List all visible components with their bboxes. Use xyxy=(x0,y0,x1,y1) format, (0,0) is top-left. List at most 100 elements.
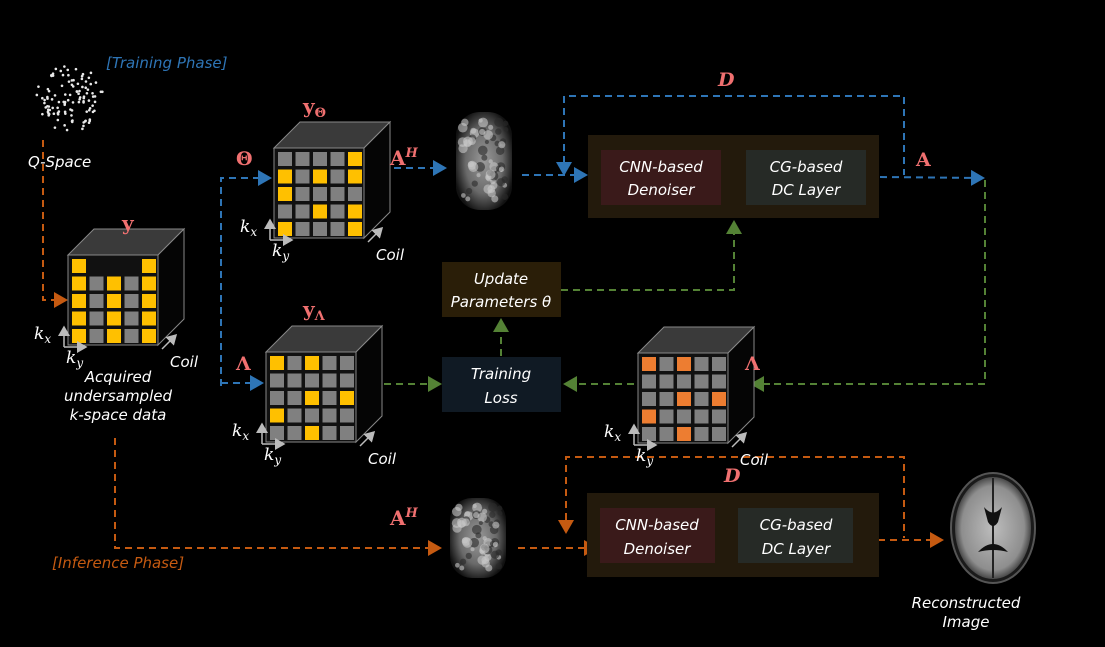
q-space-label: Q-Space xyxy=(28,153,91,171)
kspace-cell-sampled xyxy=(642,409,656,424)
aliasing-speckle xyxy=(471,180,478,187)
aliasing-speckle xyxy=(498,141,506,149)
aliasing-speckle xyxy=(463,139,472,148)
q-space-point xyxy=(89,71,93,75)
kspace-cell-sampled xyxy=(348,204,362,219)
kspace-cell-sampled xyxy=(142,311,156,326)
kspace-cell-unsampled xyxy=(694,357,709,371)
kspace-cell-unsampled xyxy=(270,426,284,440)
symbol-D-training: D xyxy=(717,69,735,91)
aliasing-speckle xyxy=(455,562,460,568)
loss-block-subtitle: Loss xyxy=(484,389,517,407)
acquired-label-2: undersampled xyxy=(64,387,172,405)
kspace-cell-unsampled xyxy=(322,426,337,440)
q-space-point xyxy=(35,93,39,97)
kx-label: kx xyxy=(232,421,249,443)
kspace-cell-sampled xyxy=(72,329,86,343)
kspace-cell-unsampled xyxy=(712,374,726,389)
q-space-point xyxy=(94,81,98,84)
aliasing-speckle xyxy=(488,502,498,512)
aliasing-speckle xyxy=(495,128,502,135)
cnn-block-subtitle: Denoiser xyxy=(628,181,696,199)
q-space-point xyxy=(88,106,92,110)
q-space-point xyxy=(77,92,80,96)
kspace-cell-sampled xyxy=(270,356,284,370)
q-space-point xyxy=(50,98,54,101)
q-space-point xyxy=(71,85,75,88)
q-space-point xyxy=(86,88,90,91)
q-space-point xyxy=(56,118,60,122)
kspace-cell-sampled xyxy=(313,169,327,184)
q-space-point xyxy=(87,108,91,112)
kspace-cell-sampled xyxy=(677,392,691,406)
kspace-cell-unsampled xyxy=(305,373,319,388)
kspace-cell-sampled xyxy=(305,356,319,370)
aliasing-speckle xyxy=(472,503,477,509)
q-space-point xyxy=(74,67,78,71)
kspace-cell-sampled xyxy=(340,391,354,405)
cnn-block-subtitle: Denoiser xyxy=(624,540,692,558)
q-space-point xyxy=(50,74,53,78)
reconstructed-label-2: Image xyxy=(943,613,990,631)
kspace-cell-sampled xyxy=(142,259,156,273)
kspace-cell-sampled xyxy=(642,357,656,371)
kspace-cell-unsampled xyxy=(89,294,104,308)
kspace-cell-unsampled xyxy=(313,187,327,201)
aliasing-speckle xyxy=(479,128,486,136)
aliasing-speckle xyxy=(457,122,468,133)
update-block-subtitle: Parameters θ xyxy=(451,293,551,311)
q-space-point xyxy=(80,77,84,81)
q-space-point xyxy=(51,106,54,110)
kspace-cell-unsampled xyxy=(287,356,302,370)
coil-label: Coil xyxy=(368,450,397,468)
training-skip-D xyxy=(563,95,905,175)
kspace-cell-sampled xyxy=(270,408,284,423)
q-space-point xyxy=(81,72,85,76)
q-space-point xyxy=(63,65,66,68)
kspace-cell-sampled xyxy=(348,169,362,184)
training-phase-label: [Training Phase] xyxy=(106,54,228,72)
q-space-point xyxy=(91,110,95,114)
aliasing-speckle xyxy=(481,154,488,161)
kspace-cell-unsampled xyxy=(694,392,709,406)
q-space-point xyxy=(67,73,70,77)
kspace-cell-sampled xyxy=(107,276,121,291)
kspace-cell-unsampled xyxy=(295,152,310,166)
kspace-cell-unsampled xyxy=(712,427,726,441)
q-space-point xyxy=(91,91,94,95)
kx-label: kx xyxy=(240,217,257,239)
q-space-point xyxy=(91,104,94,107)
aliasing-speckle xyxy=(478,520,483,526)
kspace-cell-sampled xyxy=(142,276,156,291)
kspace-cell-sampled xyxy=(278,222,292,236)
q-space-point xyxy=(78,97,81,101)
q-space-point xyxy=(53,94,57,97)
aliasing-speckle xyxy=(503,127,509,133)
kspace-cell-unsampled xyxy=(322,391,337,405)
kspace-cell-unsampled xyxy=(313,222,327,236)
q-space-point xyxy=(75,90,79,93)
symbol-theta: Θ xyxy=(236,148,253,170)
q-space-point xyxy=(85,110,89,113)
coil-label: Coil xyxy=(740,451,769,469)
kspace-cell-unsampled xyxy=(124,294,139,308)
aliasing-speckle xyxy=(459,565,465,571)
q-space-point xyxy=(52,112,56,116)
q-space-point xyxy=(46,87,50,91)
q-space-point xyxy=(61,73,65,77)
aliasing-speckle xyxy=(466,187,473,195)
cnn-block-title: CNN-based xyxy=(615,516,699,534)
kspace-cell-sampled xyxy=(72,276,86,291)
symbol-AH-training: AH xyxy=(389,146,419,170)
q-space-point xyxy=(84,80,88,83)
A-arrow xyxy=(879,169,985,186)
q-space-point xyxy=(67,80,71,83)
kspace-cell-unsampled xyxy=(712,409,726,424)
aliasing-speckle xyxy=(481,556,490,565)
update-block-title: Update xyxy=(474,270,528,288)
kspace-cell-sampled xyxy=(142,329,156,343)
q-space-point xyxy=(53,126,57,129)
aliasing-speckle xyxy=(462,537,473,548)
